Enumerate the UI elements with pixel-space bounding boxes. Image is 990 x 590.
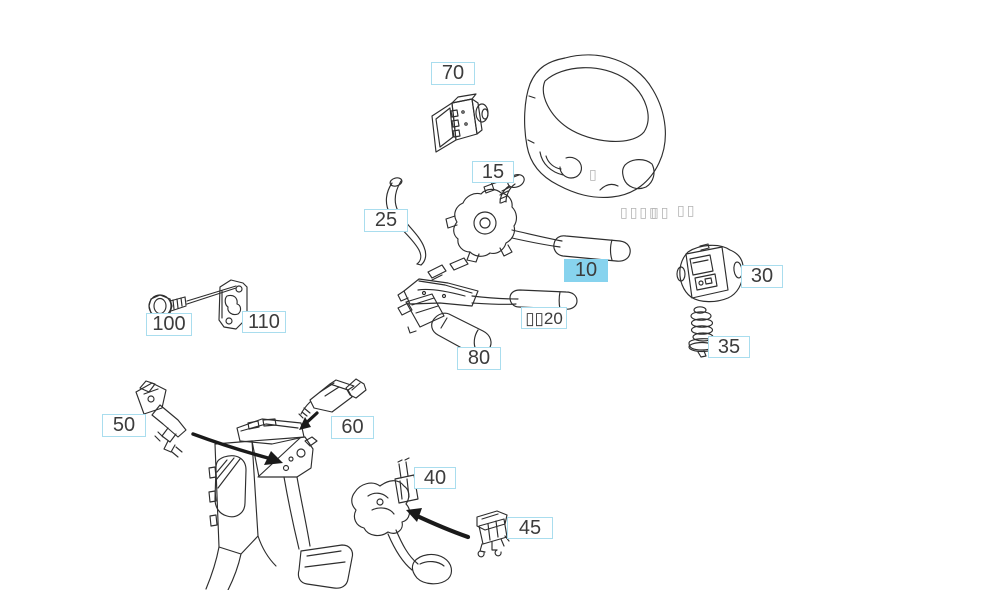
callout-110[interactable]: 110 <box>242 311 286 333</box>
part-10-combination-switch-drawing <box>445 177 631 263</box>
part-70-switch-drawing <box>431 93 489 153</box>
placeholder-glyph-row-right: ▯▯ <box>677 203 697 219</box>
callout-30[interactable]: 30 <box>741 265 783 288</box>
pointer-arrows <box>191 411 471 540</box>
callout-60[interactable]: 60 <box>331 416 374 439</box>
part-60-switch-drawing <box>298 378 367 419</box>
steering-wheel-drawing <box>524 54 666 199</box>
accelerator-pedal-drawing <box>351 480 453 585</box>
part-40-connector-drawing <box>394 457 419 504</box>
callout-70[interactable]: 70 <box>431 62 475 85</box>
part-25-tube-drawing <box>385 177 427 266</box>
callout-40[interactable]: 40 <box>414 467 456 489</box>
part-30-switch-drawing <box>676 243 744 303</box>
callout-25[interactable]: 25 <box>364 209 408 232</box>
callout-20[interactable]: ▯▯20 <box>521 307 567 329</box>
callout-45[interactable]: 45 <box>507 517 553 539</box>
part-100-bolt-drawing <box>148 285 237 318</box>
callout-50[interactable]: 50 <box>102 414 146 437</box>
placeholder-glyph-wheel: ▯ <box>589 167 599 183</box>
callout-10[interactable]: 10 <box>564 259 608 282</box>
callout-35[interactable]: 35 <box>708 336 750 358</box>
callout-80[interactable]: 80 <box>457 347 501 370</box>
callout-15[interactable]: 15 <box>472 161 514 183</box>
part-50-switch-drawing <box>135 380 187 458</box>
callout-100[interactable]: 100 <box>146 313 192 336</box>
placeholder-glyph-row-left: ▯▯▯▯ <box>620 205 659 221</box>
placeholder-glyph-row-mid: ▯▯ <box>651 205 671 221</box>
pedal-bracket-assembly-drawing <box>205 418 354 590</box>
part-45-clip-drawing <box>476 510 510 558</box>
